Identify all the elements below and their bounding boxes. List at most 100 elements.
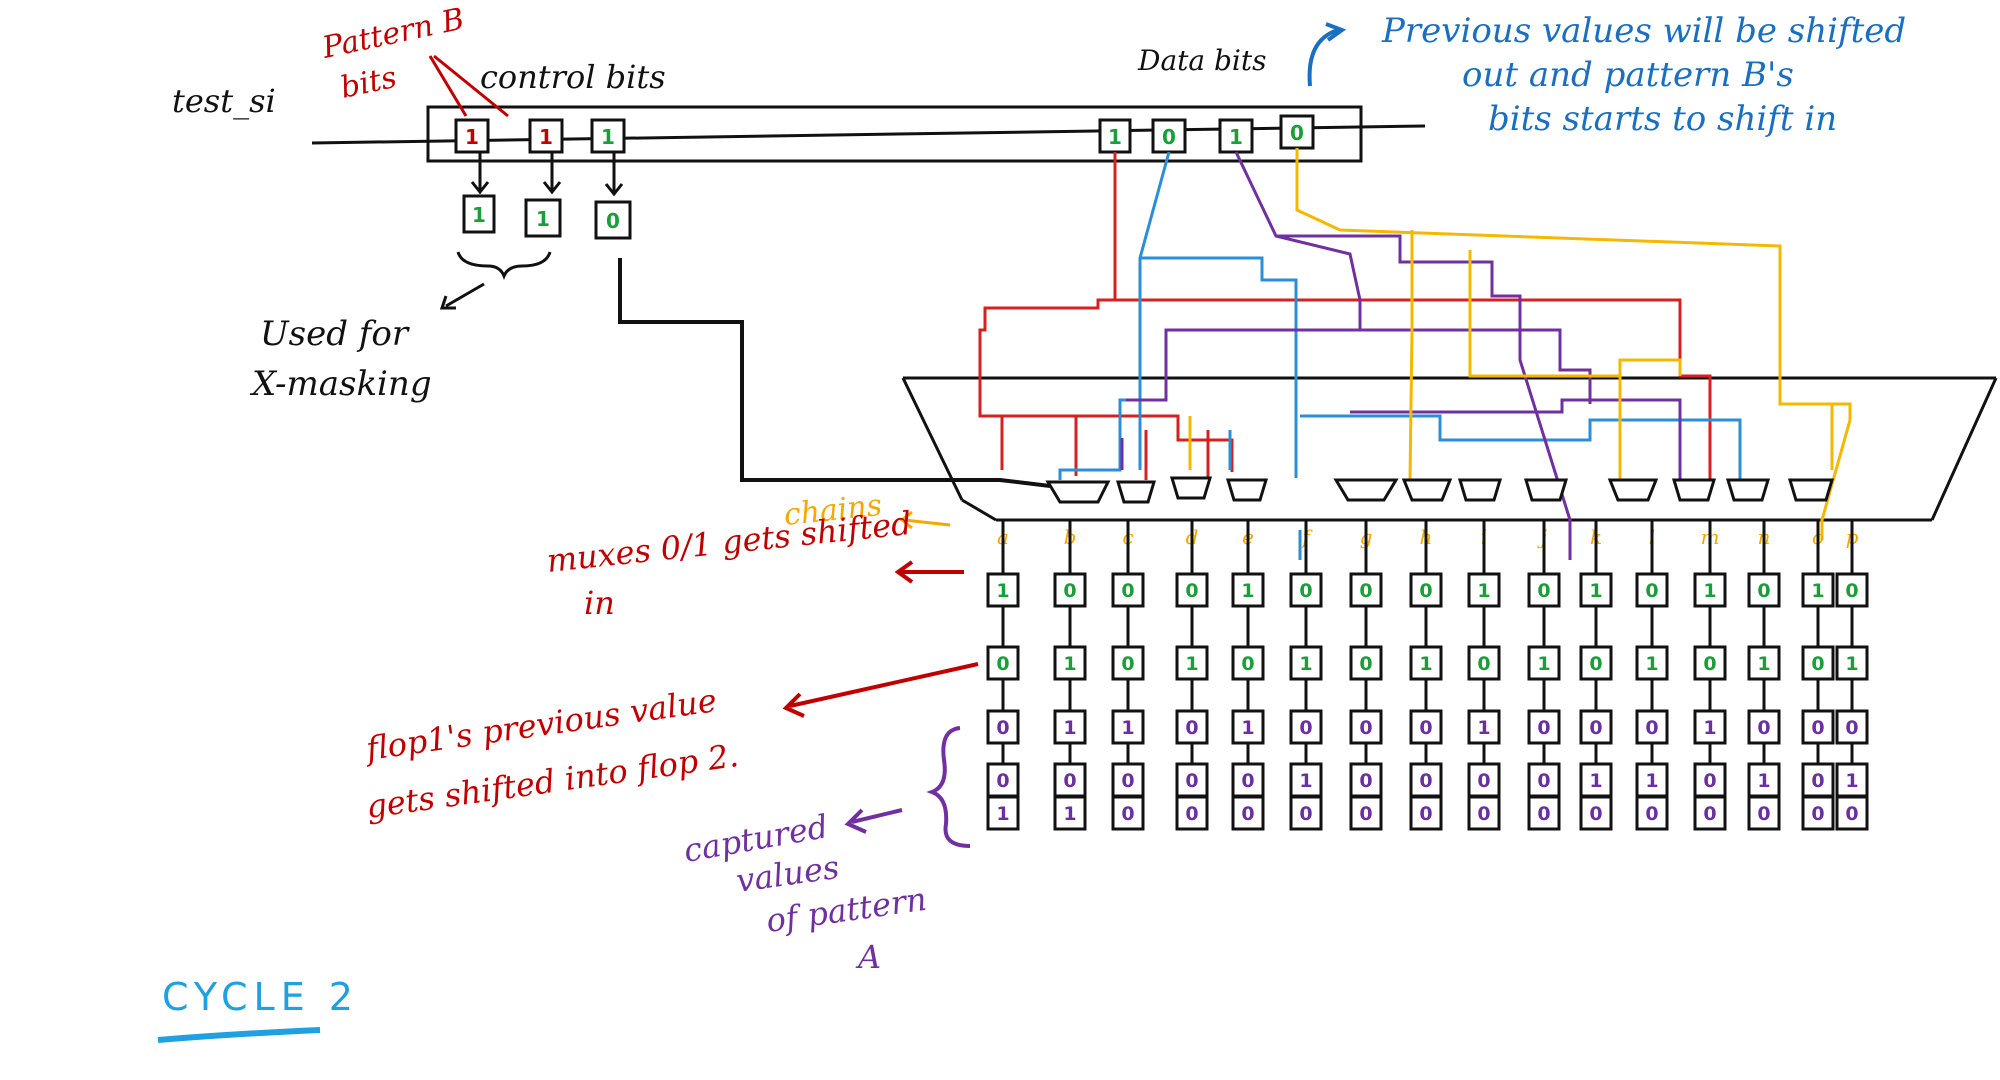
- flop-value-f-3: 0: [1299, 717, 1312, 739]
- flop-value-m-5: 0: [1703, 803, 1716, 825]
- flop-value-o-2: 0: [1811, 653, 1824, 675]
- flop-i-5: [1467, 795, 1501, 831]
- pattern-b-pointer-2: [433, 54, 509, 118]
- flop-e-1: [1231, 572, 1265, 608]
- flop-value-j-3: 0: [1537, 717, 1550, 739]
- data-bit-3: 1: [1229, 125, 1243, 149]
- control-shift-arrows: [470, 152, 624, 197]
- flop-value-e-2: 0: [1241, 653, 1254, 675]
- flop-value-p-1: 0: [1845, 580, 1858, 602]
- flop-b-2: [1053, 645, 1087, 681]
- flop-value-p-5: 0: [1845, 803, 1858, 825]
- mask-bit-1: 1: [472, 203, 486, 227]
- flop-f-1: [1289, 572, 1323, 608]
- flop-value-k-5: 0: [1589, 803, 1602, 825]
- data-bit-cells: 1 0 1 0: [1098, 114, 1315, 154]
- cycle-label: CYCLE 2: [162, 975, 359, 1019]
- flop-k-3: [1579, 709, 1613, 745]
- flop-d-5: [1175, 795, 1209, 831]
- flop-a-3: [986, 709, 1020, 745]
- flop-n-1: [1747, 572, 1781, 608]
- note-line-1: Previous values will be shifted: [1381, 11, 1906, 51]
- flop-k-1: [1579, 572, 1613, 608]
- flop-p-3: [1835, 709, 1869, 745]
- flop-value-f-5: 0: [1299, 803, 1312, 825]
- chain-letter-j: j: [1537, 525, 1547, 549]
- flop-value-h-4: 0: [1419, 770, 1432, 792]
- flop-i-1: [1467, 572, 1501, 608]
- flop-d-4: [1175, 762, 1209, 798]
- flop-l-1: [1635, 572, 1669, 608]
- control-bit-3: 1: [601, 125, 615, 149]
- control-bit-1: 1: [465, 125, 479, 149]
- flop-value-c-1: 0: [1121, 580, 1134, 602]
- captured-arrow-head: [844, 808, 867, 834]
- mux-2: [1115, 480, 1157, 504]
- mux-select-line: [618, 258, 1051, 488]
- flop-h-3: [1409, 709, 1443, 745]
- data-bits-label: Data bits: [1137, 44, 1267, 77]
- flop-h-2: [1409, 645, 1443, 681]
- flop-value-o-4: 0: [1811, 770, 1824, 792]
- data-bit-cell-2: [1151, 118, 1187, 154]
- flop-e-3: [1231, 709, 1265, 745]
- mux-1: [1045, 480, 1111, 504]
- shifted-in-arrow-head: [894, 560, 914, 584]
- flop-b-5: [1053, 795, 1087, 831]
- mask-brace: [456, 251, 552, 281]
- flop-j-5: [1527, 795, 1561, 831]
- pattern-b-bits-label: bits: [337, 60, 399, 106]
- mux-4: [1225, 478, 1269, 502]
- flop-d-3: [1175, 709, 1209, 745]
- control-bit-cell-1: [454, 118, 490, 154]
- mask-arrow: [445, 282, 485, 308]
- flop-k-5: [1579, 795, 1613, 831]
- flop-value-o-1: 1: [1811, 580, 1824, 602]
- flop-value-i-1: 1: [1477, 580, 1490, 602]
- mask-bit-cell-3: [594, 200, 632, 240]
- data-bit-4: 0: [1290, 121, 1304, 145]
- mux-5: [1333, 478, 1399, 502]
- flop-value-f-4: 1: [1299, 770, 1312, 792]
- data-bit-cell-4: [1279, 114, 1315, 150]
- cycle-underline: [157, 1027, 321, 1043]
- flop-value-f-1: 0: [1299, 580, 1312, 602]
- mux-8: [1523, 478, 1569, 502]
- flop-g-3: [1349, 709, 1383, 745]
- mask-bit-cells: 1 1 0: [462, 194, 632, 240]
- flop-a-5: [986, 795, 1020, 831]
- flop-value-h-2: 1: [1419, 653, 1432, 675]
- flop-j-3: [1527, 709, 1561, 745]
- flop-value-j-4: 0: [1537, 770, 1550, 792]
- flop-n-5: [1747, 795, 1781, 831]
- flop-n-4: [1747, 762, 1781, 798]
- flop-l-5: [1635, 795, 1669, 831]
- flop-value-c-2: 0: [1121, 653, 1134, 675]
- mux-3: [1169, 476, 1213, 500]
- flop-value-g-5: 0: [1359, 803, 1372, 825]
- flop-value-o-5: 0: [1811, 803, 1824, 825]
- flop-value-h-3: 0: [1419, 717, 1432, 739]
- shifted-in-label: muxes 0/1 gets shifted: [545, 504, 913, 580]
- control-bit-cell-2: [528, 118, 564, 154]
- note-line-2: out and pattern B's: [1462, 55, 1794, 95]
- flop-value-g-2: 0: [1359, 653, 1372, 675]
- flop-p-2: [1835, 645, 1869, 681]
- flop-o-1: [1801, 572, 1835, 608]
- flop-f-5: [1289, 795, 1323, 831]
- flop-value-l-4: 1: [1645, 770, 1658, 792]
- data-bit-1: 1: [1108, 125, 1122, 149]
- flop-g-1: [1349, 572, 1383, 608]
- flop-value-l-5: 0: [1645, 803, 1658, 825]
- flop-value-l-1: 0: [1645, 580, 1658, 602]
- flop-d-2: [1175, 645, 1209, 681]
- flop-value-b-3: 1: [1063, 717, 1076, 739]
- flop-j-2: [1527, 645, 1561, 681]
- used-for-label: Used for: [260, 314, 410, 354]
- mux-12: [1787, 478, 1835, 502]
- flop-value-k-4: 1: [1589, 770, 1602, 792]
- flop-value-a-1: 1: [996, 580, 1009, 602]
- flop-value-m-3: 1: [1703, 717, 1716, 739]
- flop-value-g-4: 0: [1359, 770, 1372, 792]
- flop-value-e-1: 1: [1241, 580, 1254, 602]
